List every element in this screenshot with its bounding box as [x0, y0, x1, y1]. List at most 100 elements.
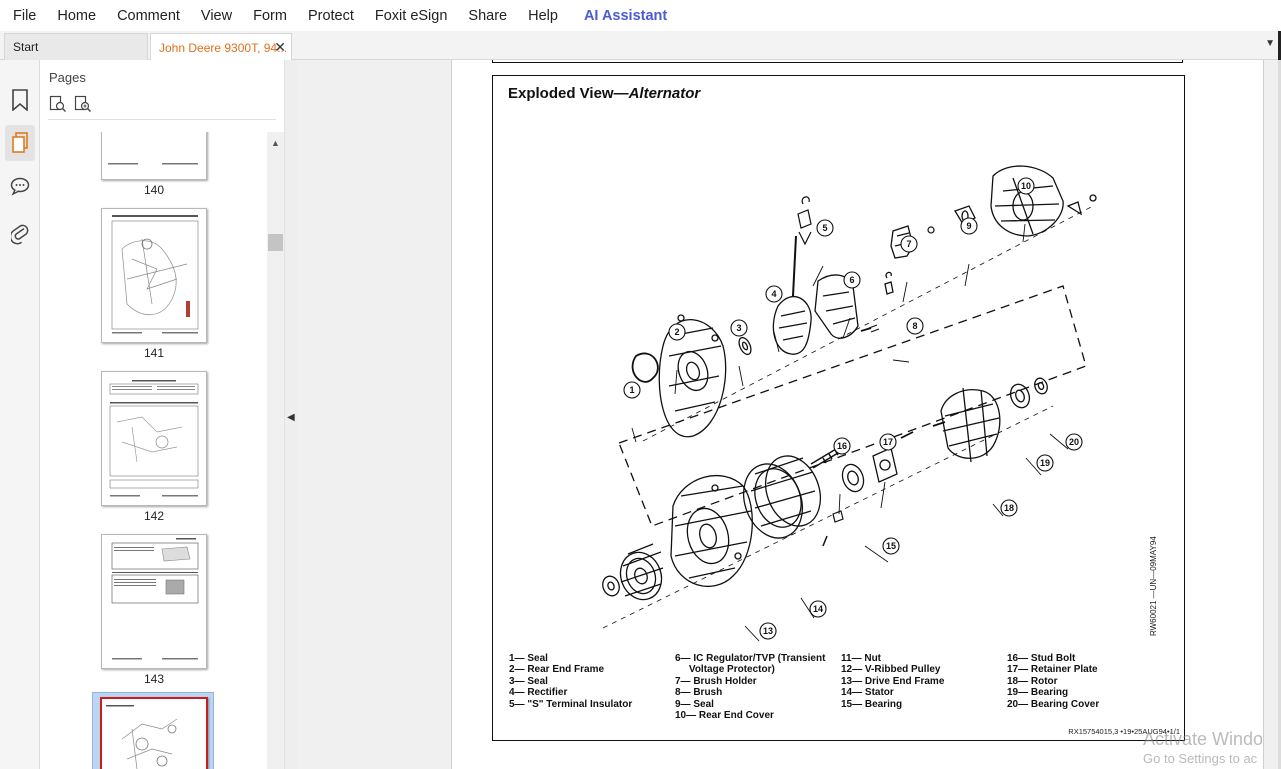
alternator-exploded-diagram: 1234567891011121314151617181920 [602, 165, 1097, 642]
legend-item: 2— Rear End Frame [509, 664, 605, 676]
callout-number: 9 [966, 221, 971, 231]
window-edge [1278, 31, 1281, 60]
menu-view[interactable]: View [200, 7, 233, 24]
scroll-up-icon[interactable]: ▲ [271, 138, 280, 148]
page-thumbnail-label: 141 [143, 346, 165, 360]
callout-circle [960, 217, 978, 235]
callout-number: 16 [837, 441, 847, 451]
legend-item: 5— "S" Terminal Insulator [509, 698, 633, 710]
callout-circle [809, 600, 827, 618]
figure-reference: RX15754015,3 •19•25AUG94•1/1 [1068, 727, 1180, 736]
page-thumbnail-label: 143 [143, 672, 165, 686]
legend-item: 18— Rotor [1007, 675, 1058, 687]
callout-number: 4 [771, 289, 776, 299]
page-thumbnail-142[interactable] [101, 371, 207, 506]
callout-number: 7 [906, 239, 911, 249]
legend-item: 12— V-Ribbed Pulley [841, 664, 941, 676]
callout-circle [882, 537, 900, 555]
menu-foxit-esign[interactable]: Foxit eSign [374, 7, 448, 24]
scrollbar-thumb[interactable] [268, 234, 283, 251]
page-thumbnail-label: 142 [143, 509, 165, 523]
page-properties-icon[interactable] [49, 95, 67, 113]
callout-circle [765, 285, 783, 303]
collapse-panel-icon[interactable]: ◀ [287, 412, 295, 423]
tab-start[interactable]: Start [4, 33, 148, 60]
callout-number: 20 [1069, 437, 1079, 447]
callout-number: 8 [912, 321, 917, 331]
panel-collapse-strip[interactable]: ◀ [284, 60, 297, 769]
legend-item: 15— Bearing [841, 698, 903, 710]
callout-number: 3 [736, 323, 741, 333]
callout-circle [668, 323, 686, 341]
menu-help[interactable]: Help [528, 7, 558, 24]
callout-circle [833, 437, 851, 455]
callout-circle [843, 271, 861, 289]
legend-item: 10— Rear End Cover [675, 710, 774, 722]
previous-figure-border [492, 60, 1183, 63]
menu-comment[interactable]: Comment [117, 7, 180, 24]
legend-item: 7— Brush Holder [675, 675, 757, 687]
legend-item: Voltage Protector) [675, 664, 775, 676]
tab-list-dropdown-icon[interactable]: ▼ [1265, 38, 1275, 49]
callout-number: 5 [822, 223, 827, 233]
callout-circle [1000, 499, 1018, 517]
legend-column-4: 16— Stud Bolt 17— Retainer Plate 18— Rot… [1007, 653, 1099, 710]
menu-form[interactable]: Form [253, 7, 287, 24]
page-zoom-icon[interactable] [74, 95, 92, 113]
bookmark-icon[interactable] [5, 82, 35, 118]
legend-item: 13— Drive End Frame [841, 675, 945, 687]
callout-number: 6 [849, 275, 854, 285]
menu-file[interactable]: File [13, 7, 37, 24]
legend-item: 8— Brush [675, 687, 723, 699]
legend-item: 19— Bearing [1007, 687, 1069, 699]
tab-start-label: Start [13, 40, 39, 54]
callout-number: 13 [763, 626, 773, 636]
page-thumbnail-141[interactable] [101, 208, 207, 343]
legend-item: 20— Bearing Cover [1007, 698, 1100, 710]
attachment-icon[interactable] [5, 216, 35, 252]
legend-item: 6— IC Regulator/TVP (Transient [675, 653, 826, 664]
callout-number: 14 [813, 604, 823, 614]
page-thumbnail-current[interactable] [100, 697, 208, 769]
pages-panel-title: Pages [49, 70, 86, 85]
figure-title-main: Exploded View— [508, 85, 629, 102]
callout-circle [1017, 177, 1035, 195]
page-thumbnail-label: 140 [143, 183, 165, 197]
callout-number: 19 [1040, 458, 1050, 468]
callout-number: 10 [1021, 181, 1031, 191]
menu-home[interactable]: Home [57, 7, 97, 24]
callout-number: 1 [629, 385, 634, 395]
legend-item: 17— Retainer Plate [1007, 664, 1098, 676]
figure-title: Exploded View—Alternator [508, 85, 700, 102]
close-icon[interactable]: ✕ [274, 39, 286, 55]
figure-side-id: RW60021 —UN—09MAY94 [1149, 536, 1158, 636]
callout-circle [900, 235, 918, 253]
page-thumbnail-140[interactable] [101, 132, 207, 180]
tab-document[interactable]: John Deere 9300T, 94... ✕ [150, 33, 292, 61]
figure-box: Exploded View—Alternator [492, 75, 1185, 741]
document-scrollbar[interactable] [1278, 60, 1281, 769]
page-thumbnail-143[interactable] [101, 534, 207, 669]
menu-ai-assistant[interactable]: AI Assistant [583, 7, 668, 24]
callout-circle [1036, 454, 1054, 472]
tab-bar: Start John Deere 9300T, 94... ✕ ▼ [0, 31, 1281, 61]
legend-item: 9— Seal [675, 698, 714, 710]
callout-circle [816, 219, 834, 237]
menu-protect[interactable]: Protect [307, 7, 354, 24]
callout-circle [759, 622, 777, 640]
pages-icon[interactable] [5, 125, 35, 161]
callout-circle [879, 433, 897, 451]
comment-icon[interactable] [5, 168, 35, 204]
menu-bar: File Home Comment View Form Protect Foxi… [0, 0, 1281, 31]
legend-column-3: 11— Nut 12— V-Ribbed Pulley 13— Drive En… [841, 653, 944, 710]
callout-number: 2 [674, 327, 679, 337]
menu-share[interactable]: Share [468, 7, 508, 24]
legend-item: 14— Stator [841, 687, 894, 699]
thumbnail-list: 140 141 [40, 132, 268, 769]
callout-circle [906, 317, 924, 335]
tab-document-label: John Deere 9300T, 94... [159, 40, 288, 55]
panel-divider [48, 119, 276, 120]
document-viewer: Exploded View—Alternator [297, 60, 1281, 769]
pages-scrollbar[interactable]: ▲ [267, 132, 284, 769]
